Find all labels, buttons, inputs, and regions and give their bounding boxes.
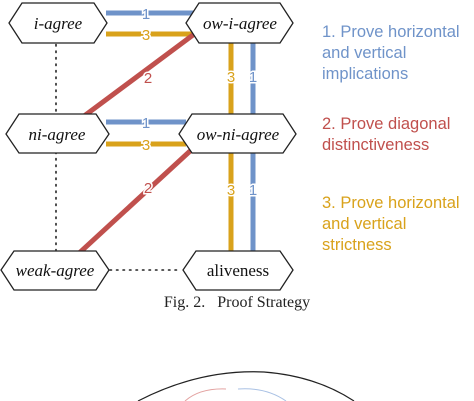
node-i-agree: i-agree bbox=[8, 2, 108, 44]
label-upper-diagonal: 2 bbox=[144, 70, 152, 87]
legend-item-3-line-2: and vertical bbox=[322, 215, 406, 233]
edge-numbers: 1 3 2 3 1 1 3 2 3 1 bbox=[140, 5, 258, 201]
proof-edges bbox=[70, 10, 256, 258]
node-i-agree-shape bbox=[8, 2, 108, 44]
legend-item-2-line-1: 2. Prove diagonal bbox=[322, 115, 450, 133]
legend-item-1-line-3: implications bbox=[322, 65, 408, 83]
node-ni-agree: ni-agree bbox=[5, 113, 110, 154]
next-figure-fragment bbox=[137, 371, 355, 401]
label-lower-vert-gold: 3 bbox=[227, 182, 235, 199]
label-upper-vert-gold: 3 bbox=[227, 69, 235, 86]
node-ni-agree-label: ni-agree bbox=[29, 125, 86, 144]
label-upper-vert-blue: 1 bbox=[249, 69, 257, 86]
node-weak-agree-shape bbox=[0, 250, 110, 291]
node-aliveness-label: aliveness bbox=[207, 261, 269, 280]
label-lower-diagonal: 2 bbox=[144, 180, 152, 197]
label-lower-vert-blue: 1 bbox=[249, 182, 257, 199]
edge-upper-diagonal bbox=[70, 29, 199, 128]
node-ow-i-agree: ow-i-agree bbox=[185, 2, 294, 44]
node-ow-ni-agree-label: ow-ni-agree bbox=[197, 125, 280, 144]
node-ow-i-agree-label: ow-i-agree bbox=[203, 14, 277, 33]
figure-caption: Fig. 2. Proof Strategy bbox=[164, 294, 310, 311]
legend-item-1-line-1: 1. Prove horizontal bbox=[322, 23, 460, 41]
node-weak-agree: weak-agree bbox=[0, 250, 110, 291]
label-mid-gold: 3 bbox=[142, 137, 150, 154]
red-region-arc bbox=[184, 388, 227, 401]
dotted-connectors bbox=[55, 37, 181, 271]
legend-item-3-line-1: 3. Prove horizontal bbox=[322, 194, 460, 212]
legend: 1. Prove horizontal and vertical implica… bbox=[322, 23, 460, 254]
edge-lower-diagonal bbox=[74, 139, 203, 258]
node-aliveness-shape bbox=[182, 250, 294, 291]
legend-item-2-line-2: distinctiveness bbox=[322, 136, 429, 154]
blue-region-arc bbox=[237, 388, 287, 401]
node-ni-agree-shape bbox=[5, 113, 110, 154]
label-top-gold: 3 bbox=[142, 27, 150, 44]
node-ow-ni-agree: ow-ni-agree bbox=[178, 113, 297, 154]
label-mid-blue: 1 bbox=[142, 115, 150, 132]
node-i-agree-label: i-agree bbox=[34, 14, 83, 33]
node-aliveness: aliveness bbox=[182, 250, 294, 291]
legend-item-1-line-2: and vertical bbox=[322, 44, 406, 62]
label-top-blue: 1 bbox=[142, 6, 150, 23]
circle-arc bbox=[137, 371, 355, 401]
node-weak-agree-label: weak-agree bbox=[16, 261, 95, 280]
node-ow-i-agree-shape bbox=[185, 2, 294, 44]
legend-item-3-line-3: strictness bbox=[322, 236, 392, 254]
node-ow-ni-agree-shape bbox=[178, 113, 297, 154]
